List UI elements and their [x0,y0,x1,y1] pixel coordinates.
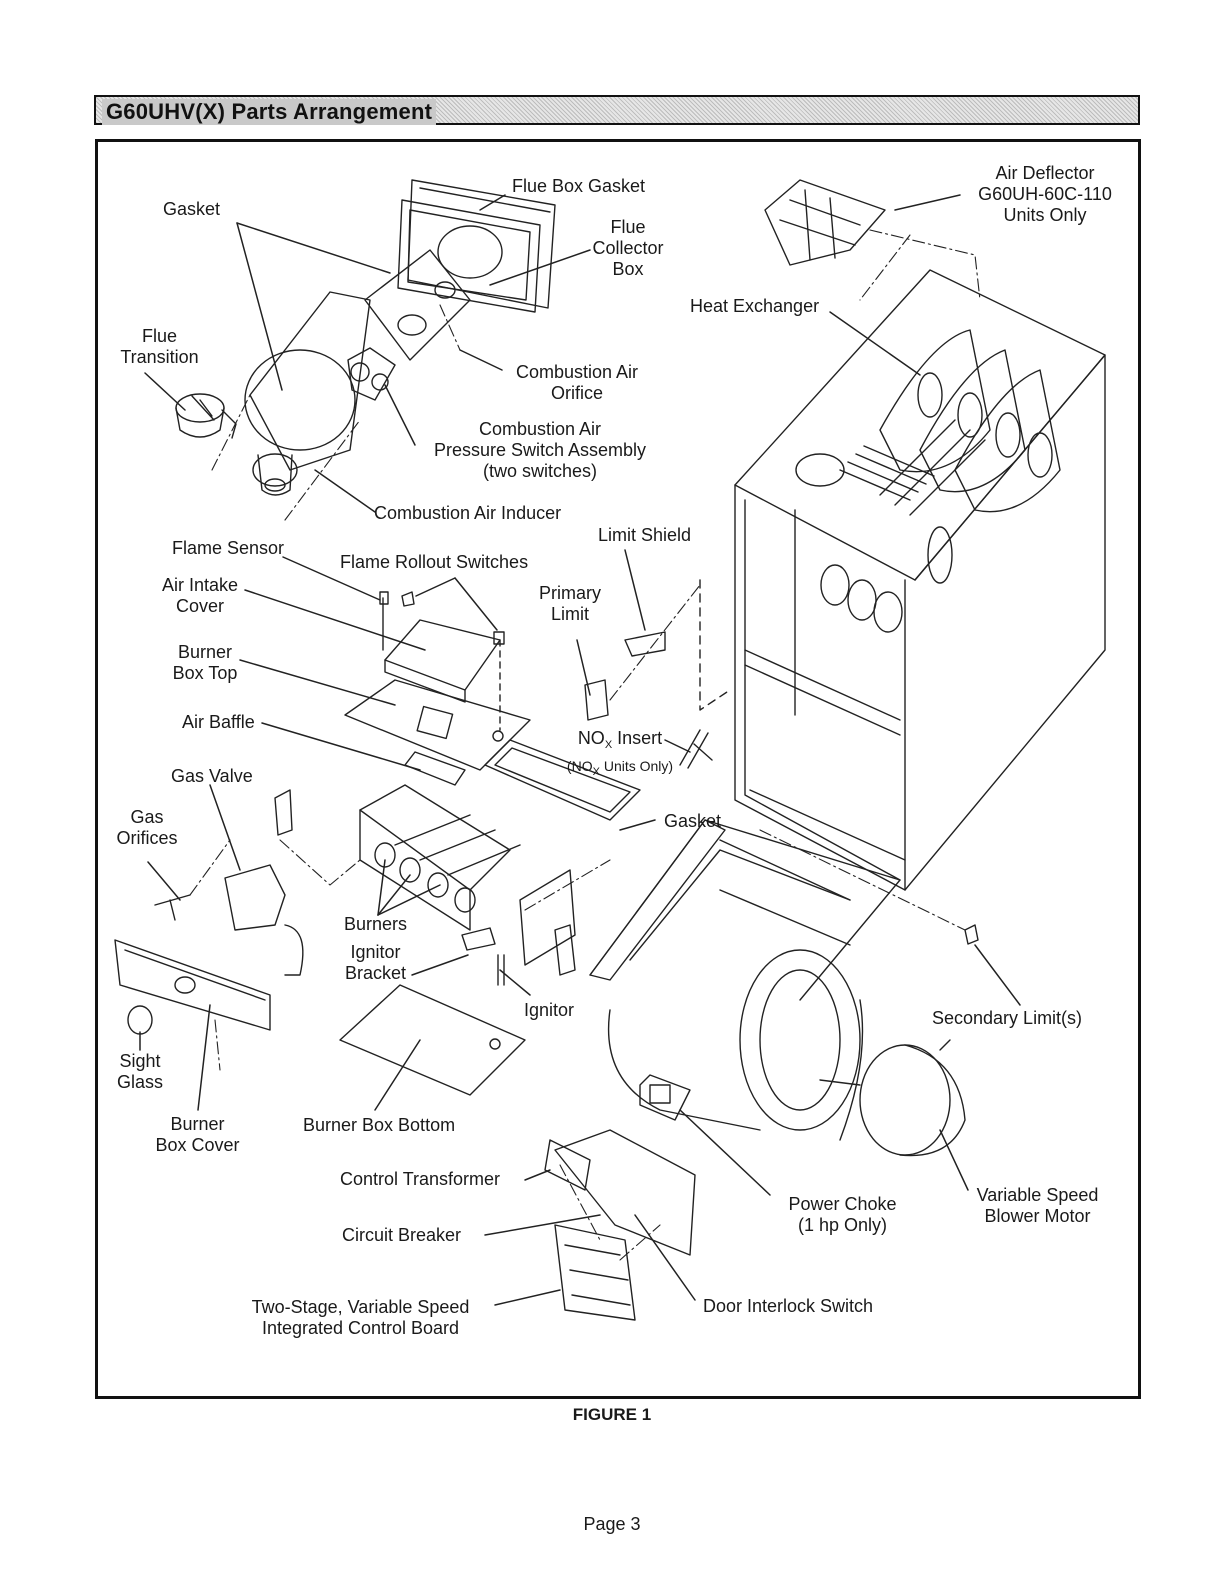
air-baffle [404,751,466,786]
figure-frame [95,139,1141,1399]
label-combustion-air-inducer: Combustion Air Inducer [374,503,562,523]
label-burner-box-bottom: Burner Box Bottom [303,1115,456,1135]
primary-limit [584,579,731,721]
label-air-intake-cover: Air Intake Cover [161,575,239,616]
label-primary-limit: Primary Limit [539,583,601,624]
label-secondary-limits: Secondary Limit(s) [932,1008,1083,1028]
pressure-switch-assembly [347,347,396,401]
label-flue-box-gasket: Flue Box Gasket [512,176,646,196]
blower-motor [819,1039,966,1157]
label-combustion-air-orifice: Combustion Air Orifice [515,362,639,403]
side-bracket [519,869,576,976]
label-gas-orifices: Gas Orifices [116,807,178,848]
label-circuit-breaker: Circuit Breaker [342,1225,462,1245]
label-burner-box-cover: Burner Box Cover [155,1114,240,1155]
power-choke [639,1074,691,1121]
section-header-bar: G60UHV(X) Parts Arrangement [94,95,1140,125]
label-flue-collector-box: Flue Collector Box [592,217,664,279]
control-bracket [554,1129,696,1256]
label-sight-glass: Sight Glass [116,1051,163,1092]
burner-box-cover [114,939,271,1031]
combustion-air-orifice [364,249,471,361]
label-ignitor-bracket: Ignitor Bracket [344,942,407,983]
label-ignitor: Ignitor [524,1000,575,1020]
gas-orifices [154,894,191,921]
section-title: G60UHV(X) Parts Arrangement [102,99,437,125]
air-intake-cover [384,619,501,703]
label-gasket-top: Gasket [163,199,221,219]
label-flue-transition: Flue Transition [120,326,199,367]
label-control-transformer: Control Transformer [340,1169,501,1189]
label-burners: Burners [344,914,408,934]
label-burner-box-top: Burner Box Top [172,642,238,683]
control-transformer [544,1139,591,1191]
flue-collector-box [397,179,556,313]
leader-lines [139,194,1021,1306]
label-gasket-mid: Gasket [664,811,722,831]
label-air-baffle: Air Baffle [182,712,255,732]
heat-exchanger-cabinet [734,269,1106,891]
label-control-board: Two-Stage, Variable Speed Integrated Con… [251,1297,470,1338]
burner-box-bottom [339,984,526,1096]
label-gas-valve: Gas Valve [171,766,253,786]
nox-insert [679,729,713,769]
flue-transition [175,393,237,439]
burner-assembly [359,784,521,931]
label-variable-speed-motor: Variable Speed Blower Motor [976,1185,1099,1226]
alignment-lines [189,229,981,1261]
gas-valve [224,789,304,976]
label-air-deflector: Air Deflector G60UH-60C-110 Units Only [978,163,1112,225]
label-limit-shield: Limit Shield [598,525,692,545]
label-door-interlock: Door Interlock Switch [703,1296,874,1316]
label-flame-rollout-switches: Flame Rollout Switches [340,552,529,572]
sight-glass [127,1005,153,1035]
blower-housing [589,819,901,1141]
figure-caption: FIGURE 1 [572,1405,652,1424]
label-pressure-switch: Combustion Air Pressure Switch Assembly … [433,419,647,481]
label-nox-insert: NOX Insert (NOX Units Only) [566,728,674,778]
burner-box-top [344,631,531,771]
label-flame-sensor: Flame Sensor [172,538,285,558]
page-number: Page 3 [583,1514,641,1534]
label-heat-exchanger: Heat Exchanger [690,296,820,316]
label-power-choke: Power Choke (1 hp Only) [788,1194,897,1235]
control-board [554,1224,636,1321]
air-deflector [764,179,886,266]
ignitor-bracket [461,927,505,986]
gasket-panel [484,739,641,821]
secondary-limit [964,924,979,945]
combustion-air-inducer [244,291,371,496]
